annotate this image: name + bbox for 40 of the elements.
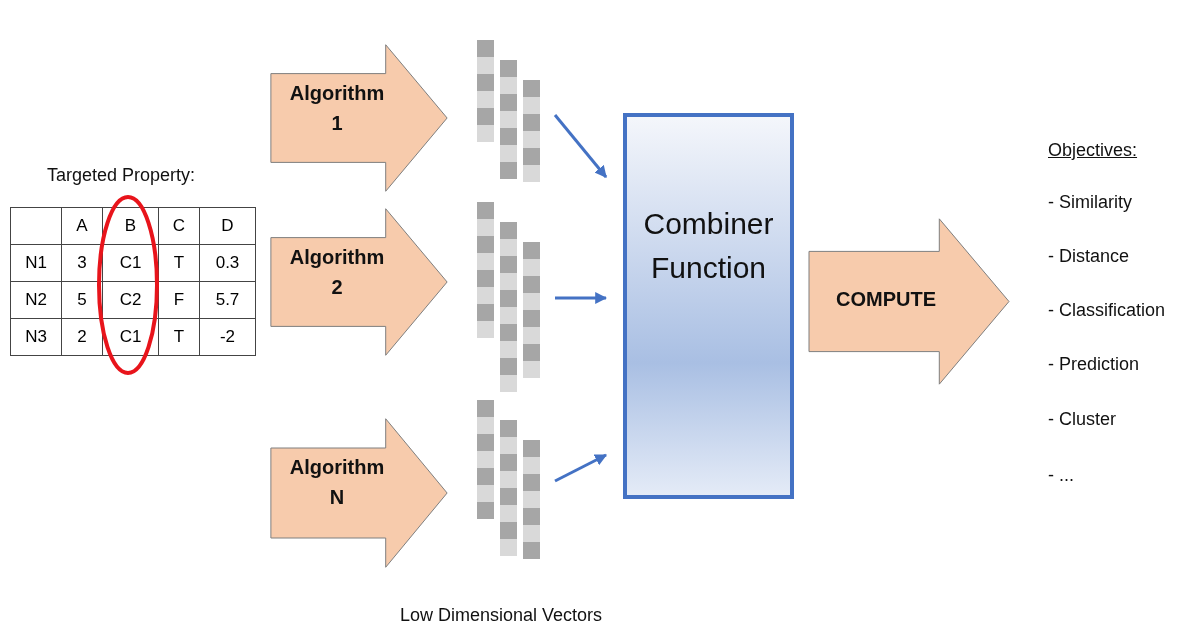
list-item: - Distance	[1048, 246, 1130, 267]
vector-stack-drawing	[477, 202, 543, 394]
list-item: - ...	[1048, 465, 1074, 486]
arrow-label: Algorithm 1	[288, 81, 386, 136]
arrow	[555, 292, 608, 304]
table-heading: Targeted Property:	[47, 165, 196, 186]
table-cell: B	[102, 207, 159, 245]
list-item: - Similarity	[1048, 192, 1132, 213]
table-cell: 0.3	[199, 244, 256, 282]
table-cell: T	[158, 318, 200, 356]
table-cell: N3	[10, 318, 62, 356]
list-item: - Classification	[1048, 300, 1166, 321]
box-title: Combiner Function	[642, 206, 775, 286]
process-shape	[270, 418, 448, 568]
table-cell: D	[199, 207, 256, 245]
table-cell: F	[158, 281, 200, 319]
arrow-label: Algorithm N	[288, 455, 386, 510]
arrow	[553, 114, 608, 178]
table-cell: N2	[10, 281, 62, 319]
list-item: - Cluster	[1048, 409, 1116, 430]
caption-text: Low Dimensional Vectors	[400, 605, 603, 626]
process-shape	[270, 44, 448, 192]
table-cell: 5.7	[199, 281, 256, 319]
table-cell: -2	[199, 318, 256, 356]
process-shape	[270, 208, 448, 356]
list-item: - Prediction	[1048, 354, 1140, 375]
table-cell: C	[158, 207, 200, 245]
table-cell: N1	[10, 244, 62, 282]
table-cell: 5	[61, 281, 103, 319]
table-cell: A	[61, 207, 103, 245]
vector-stack-drawing	[477, 400, 543, 562]
process-shape	[808, 218, 1010, 385]
table-cell: C1	[102, 244, 159, 282]
combiner-box	[623, 113, 794, 499]
arrow	[554, 453, 608, 483]
arrow-label: Algorithm 2	[288, 245, 386, 300]
arrow-label: COMPUTE	[835, 288, 937, 311]
table-cell: C1	[102, 318, 159, 356]
table-cell: T	[158, 244, 200, 282]
list-heading: Objectives:	[1048, 140, 1138, 161]
